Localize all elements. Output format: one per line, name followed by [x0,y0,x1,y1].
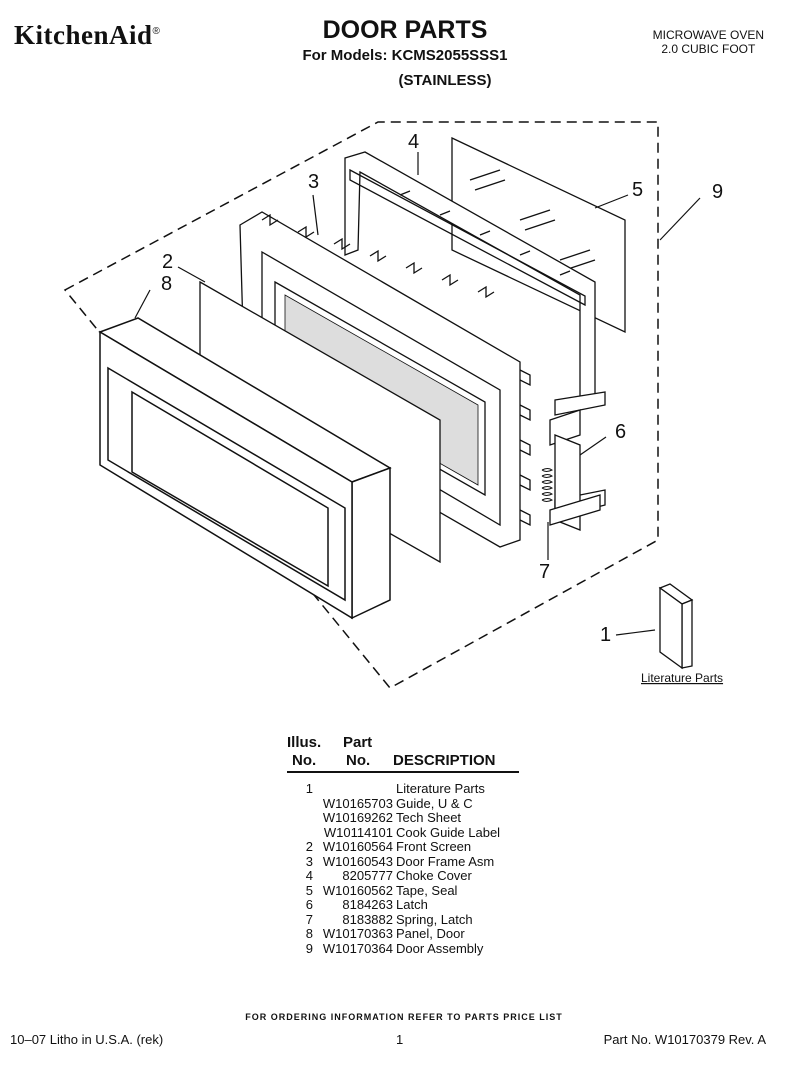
illus-header-top: Illus. [287,734,322,751]
callout-8: 8 [161,273,172,295]
registered-mark: ® [152,26,161,37]
illus-no-cell: 7 [305,911,313,927]
part-header-top: Part [343,734,373,751]
description-cell: Choke Cover [396,868,472,883]
model-number: For Models: KCMS2055SSS1 [302,47,508,64]
part-no-cell: W10169262 [322,810,393,825]
description-cell: Literature Parts [396,781,485,796]
description-header: DESCRIPTION [393,752,496,769]
callout-6: 6 [615,421,626,443]
part-no-cell: W10170363 [322,926,393,941]
callout-5: 5 [632,179,643,201]
description-cell: Latch [396,897,428,912]
callout-3: 3 [308,171,319,193]
illus-no-cell: 6 [305,897,313,912]
product-line-2: 2.0 CUBIC FOOT [661,42,756,56]
description-cell: Door Frame Asm [396,853,495,869]
description-cell: Cook Guide Label [396,824,501,840]
model-variant: (STAINLESS) [398,72,492,89]
part-no-cell: W10160562 [322,882,393,898]
brand-logo: KitchenAid® [14,20,160,51]
callout-leaders [134,152,701,636]
callout-9: 9 [712,181,723,203]
description-cell: Guide, U & C [396,795,473,811]
part-no-cell: W10160543 [322,853,393,869]
litho-info: 10–07 Litho in U.S.A. (rek) [10,1032,164,1047]
document-part-number: Part No. W10170379 Rev. A [603,1032,766,1047]
assembly-boundary [63,121,659,689]
table-row: 1 Literature Parts [287,781,547,797]
callout-7: 7 [539,561,550,583]
illus-no-cell: 2 [305,839,313,854]
latch-part [549,409,601,531]
description-cell: Front Screen [396,839,472,854]
part-no-cell: W10170364 [322,940,393,956]
illus-no-cell: 5 [305,882,313,898]
part-no-cell: 8184263 [342,897,393,912]
exploded-parts-diagram: Literature Parts 1 2 3 4 5 6 7 8 9 [63,121,723,689]
part-no-cell: 8183882 [342,911,393,927]
latch-spring-part [541,468,553,502]
literature-parts-label: Literature Parts [641,671,723,685]
description-cell: Panel, Door [396,926,465,941]
illus-no-cell: 8 [305,926,313,941]
description-cell: Tape, Seal [396,882,458,898]
product-line-1: MICROWAVE OVEN [652,28,764,42]
description-cell: Door Assembly [396,940,484,956]
description-cell: Tech Sheet [396,810,462,825]
illus-no-cell: 3 [305,853,313,869]
door-panel-part [98,317,392,620]
callout-4: 4 [408,131,419,153]
page-number: 1 [396,1032,404,1047]
brand-name: KitchenAid [14,20,153,50]
part-no-cell: W10165703 [322,795,393,811]
part-header-bottom: No. [346,752,371,769]
illus-no-cell: 9 [305,940,313,956]
literature-part [658,583,694,670]
illus-no-cell: 1 [305,781,313,796]
product-type: MICROWAVE OVEN 2.0 CUBIC FOOT [653,28,764,56]
callout-2: 2 [162,251,173,273]
illus-header-bottom: No. [292,752,317,769]
ordering-note: FOR ORDERING INFORMATION REFER TO PARTS … [245,1012,563,1022]
page-title-block: DOOR PARTS For Models: KCMS2055SSS1 (STA… [300,16,510,89]
description-cell: Spring, Latch [396,911,473,927]
part-no-cell: W10114101 [323,824,393,840]
part-no-cell: W10160564 [322,839,393,854]
part-no-cell: 8205777 [342,868,393,883]
illus-no-cell: 4 [305,868,313,883]
callout-1: 1 [600,624,611,646]
page-title: DOOR PARTS [322,16,488,44]
header-rule [287,771,519,773]
